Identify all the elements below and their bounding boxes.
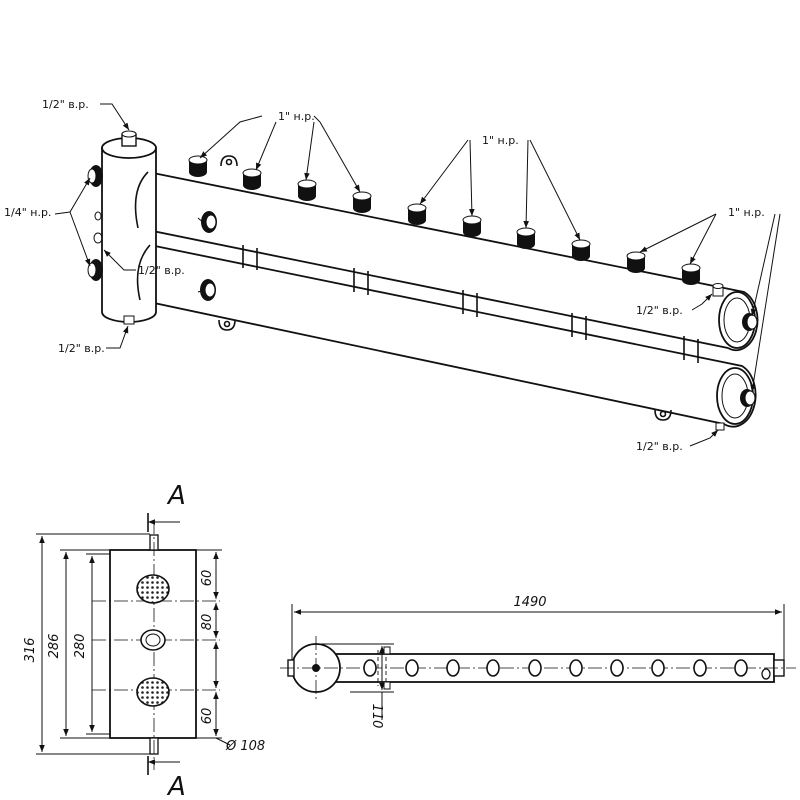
- top-view-outlet: [761, 668, 771, 680]
- top-view-outlet: [610, 659, 624, 677]
- dim-offset-bottom: 60: [200, 708, 215, 725]
- lower-header-pipe: [138, 243, 757, 428]
- pipe-spacers: [242, 245, 699, 363]
- callout-left-quarter-male: 1/4" н.р.: [4, 206, 51, 219]
- upper-end-nipple: [742, 313, 758, 331]
- top-view-outlet: [486, 659, 500, 677]
- outlet-nipples: [188, 155, 701, 285]
- dim-diameter: Ø 108: [225, 739, 265, 754]
- dim-pipe-spacing: 110: [369, 704, 384, 729]
- front-port-lower: [136, 677, 170, 707]
- callout-group3-male-one: 1" н.р.: [728, 206, 765, 219]
- mounting-brackets: [218, 155, 672, 421]
- top-view-outlet: [446, 659, 460, 677]
- hydraulic-separator: [101, 147, 157, 323]
- callout-group1-male-one: 1" н.р.: [278, 110, 315, 123]
- upper-half-port: [201, 211, 217, 233]
- top-fitting: [121, 130, 137, 147]
- spacing-dimension-lines: [316, 643, 394, 720]
- outlet-nipple: [681, 263, 701, 285]
- left-small-plug: [93, 232, 103, 244]
- lower-half-port: [200, 279, 216, 301]
- dim-offset-top: 60: [200, 570, 215, 587]
- front-port-upper: [136, 574, 170, 604]
- front-view: A A 316 286 280: [23, 481, 265, 800]
- dim-offset-middle: 80: [200, 614, 215, 631]
- top-view-outlet: [363, 659, 377, 677]
- outlet-nipple: [571, 239, 591, 261]
- outlet-nipple: [242, 168, 262, 190]
- dim-total-length: 1490: [513, 595, 546, 610]
- outlet-nipple: [516, 227, 536, 249]
- outlet-nipple: [352, 191, 372, 213]
- callout-right-female-half-top: 1/2" в.р.: [636, 304, 683, 317]
- bottom-fitting: [123, 315, 135, 325]
- section-marker-top: [147, 513, 180, 532]
- top-view-outlet: [528, 659, 542, 677]
- top-view-outlets: [363, 659, 771, 680]
- outlet-nipple: [626, 251, 646, 273]
- dim-total-height: 316: [23, 638, 38, 663]
- outlet-nipple: [462, 215, 482, 237]
- top-view-outlet: [405, 659, 419, 677]
- callout-top-female-half: 1/2" в.р.: [42, 98, 89, 111]
- right-half-port-bottom: [715, 422, 725, 431]
- leader-lines: [54, 103, 781, 447]
- dim-body-height-outer: 286: [47, 634, 62, 659]
- callout-left-female-half: 1/2" в.р.: [138, 264, 185, 277]
- right-half-port-top: [712, 283, 724, 297]
- left-quarter-fitting-upper: [87, 165, 103, 187]
- callout-right-female-half-bottom: 1/2" в.р.: [636, 440, 683, 453]
- outlet-nipple: [188, 155, 208, 177]
- length-dimension-lines: [291, 604, 785, 660]
- section-label-bottom: A: [166, 772, 186, 800]
- left-dimension-lines: [36, 533, 150, 755]
- top-view-outlet: [569, 659, 583, 677]
- top-view-outlet: [651, 659, 665, 677]
- dim-body-height-inner: 280: [73, 634, 88, 659]
- top-view-outlet: [734, 659, 748, 677]
- section-marker-bottom: [147, 756, 180, 775]
- outlet-nipple: [297, 179, 317, 201]
- upper-header-pipe: [136, 170, 759, 351]
- top-view: 1490 110: [280, 595, 796, 728]
- left-quarter-fitting-lower: [87, 259, 103, 281]
- lower-end-nipple: [740, 389, 756, 407]
- front-port-middle: [140, 629, 166, 651]
- outlet-nipple: [407, 203, 427, 225]
- top-view-outlet: [693, 659, 707, 677]
- isometric-view: 1/2" в.р. 1/4" н.р. 1/2" в.р. 1/2" в.р. …: [4, 98, 781, 453]
- callout-group2-male-one: 1" н.р.: [482, 134, 519, 147]
- right-dimension-lines: [196, 549, 231, 746]
- section-label-top: A: [166, 481, 186, 511]
- callout-bottom-female-half: 1/2" в.р.: [58, 342, 105, 355]
